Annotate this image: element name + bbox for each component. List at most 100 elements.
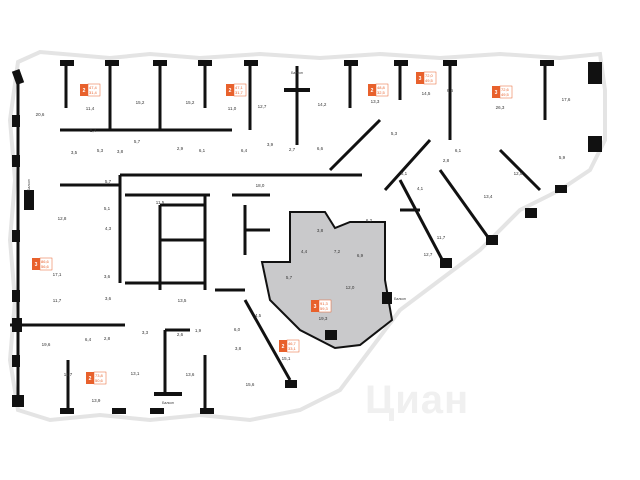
apartment-living-area: 32,5 [377,90,386,95]
apartment-total-area: 73,8 [95,373,104,378]
room-area-label: 3,6 [104,274,111,279]
room-area-label: 14,2 [318,102,327,107]
apartment-tag-box [286,339,300,353]
room-area-label: 6,9 [357,253,364,258]
facade-piers [11,60,602,414]
apartment-total-area: 91,3 [320,301,329,306]
room-area-label: 4,1 [417,186,424,191]
apartment-tag-box [375,83,389,97]
room-area-label: 13,3 [371,99,380,104]
apartment-tag-box [318,299,332,313]
balcony-label-right: Балкон [394,297,406,301]
apartment-tag[interactable]: 372,049,5 [416,71,437,85]
room-area-label: 11,7 [437,235,446,240]
room-area-label: 6,1 [455,148,462,153]
room-area-label: 12,0 [514,171,523,176]
apartment-tag[interactable]: 248,832,5 [368,83,389,97]
apartment-rooms-count: 2 [371,88,374,94]
room-area-label: 5,3 [97,148,104,153]
room-area-label: 3,9 [267,142,274,147]
apartment-rooms-count: 2 [282,344,285,350]
room-area-label: 12,7 [258,104,267,109]
apartment-tag[interactable]: 386,656,6 [32,257,53,271]
apartment-total-area: 72,6 [501,87,510,92]
room-area-label: 20,6 [36,112,45,117]
room-area-label: 12,0 [346,285,355,290]
room-area-label: 1,9 [195,328,202,333]
apartment-rooms-count: 3 [314,304,317,310]
room-area-label: 3,6 [105,296,112,301]
balcony-label-top: Балкон [291,71,303,75]
apartment-tag[interactable]: 247,131,7 [226,83,247,97]
room-area-label: 3,8 [117,149,124,154]
room-area-label: 17,6 [562,97,571,102]
apartment-living-area: 31,4 [89,90,98,95]
apartment-living-area: 33,1 [288,346,297,351]
apartment-tag[interactable]: 247,431,4 [80,83,101,97]
apartment-total-area: 47,4 [89,85,98,90]
room-area-label: 15,1 [282,356,291,361]
room-area-label: 3,3 [142,330,149,335]
room-area-label: 6,6 [317,146,324,151]
room-area-label: 14,5 [422,91,431,96]
apartment-tag-badge [80,84,88,96]
apartment-tag[interactable]: 391,359,3 [311,299,332,313]
room-area-label: 3,8 [235,346,242,351]
apartment-tag-box [499,85,513,99]
room-area-label: 6,2 [366,218,373,223]
room-area-label: 13,5 [178,298,187,303]
apartment-tag-badge [279,340,287,352]
apartment-living-area: 50,6 [95,378,104,383]
apartment-tag-badge [416,72,424,84]
room-area-label: 11,4 [86,106,95,111]
room-area-label: 2,6 [177,332,184,337]
room-area-label: 5,1 [104,206,111,211]
balcony-label-bottom: Балкон [162,401,174,405]
apartment-rooms-count: 3 [35,262,38,268]
room-area-label: 12,8 [58,216,67,221]
room-area-label: 3,8 [317,228,324,233]
room-area-label: 6,4 [85,337,92,342]
room-area-label: 6,1 [199,148,206,153]
room-area-label: 5,7 [134,139,141,144]
apartment-tag-badge [32,258,40,270]
room-area-label: 5,3 [391,131,398,136]
room-area-label: 5,7 [105,179,112,184]
balcony-label-left: Балкон [27,179,31,191]
room-area-label: 19,3 [319,316,328,321]
room-area-label: 13,9 [92,398,101,403]
apartment-total-area: 72,0 [425,73,434,78]
balcony-labels: Балкон Балкон Балкон Балкон [27,71,406,405]
apartment-living-area: 59,3 [320,306,329,311]
apartment-tag-box [93,371,107,385]
apartment-total-area: 47,1 [235,85,244,90]
room-area-label: 8,1 [401,171,408,176]
room-area-label: 4,4 [301,249,308,254]
room-area-label: 6,0 [234,327,241,332]
apartment-tag-badge [368,84,376,96]
room-area-label: 12,7 [424,252,433,257]
room-area-label: 2,8 [443,158,450,163]
apartment-tag[interactable]: 273,850,6 [86,371,107,385]
apartment-tag-box [233,83,247,97]
room-area-label: 11,7 [64,372,73,377]
apartment-tag-badge [492,86,500,98]
apartment-tag[interactable]: 246,733,1 [279,339,300,353]
apartment-tag-box [423,71,437,85]
room-area-label: 18,0 [256,183,265,188]
apartment-total-area: 86,6 [41,259,50,264]
apartment-tag[interactable]: 372,649,5 [492,85,513,99]
room-area-label: 6,4 [241,148,248,153]
apartment-rooms-count: 2 [89,376,92,382]
apartment-total-area: 48,8 [377,85,386,90]
apartment-rooms-count: 2 [83,88,86,94]
room-area-label: 7,2 [334,249,341,254]
room-area-label: 4,3 [105,226,112,231]
facade-outline [7,49,607,423]
room-area-label: 15,2 [186,100,195,105]
selected-apartment-area[interactable] [260,211,394,350]
room-area-label: 6,6 [447,88,454,93]
